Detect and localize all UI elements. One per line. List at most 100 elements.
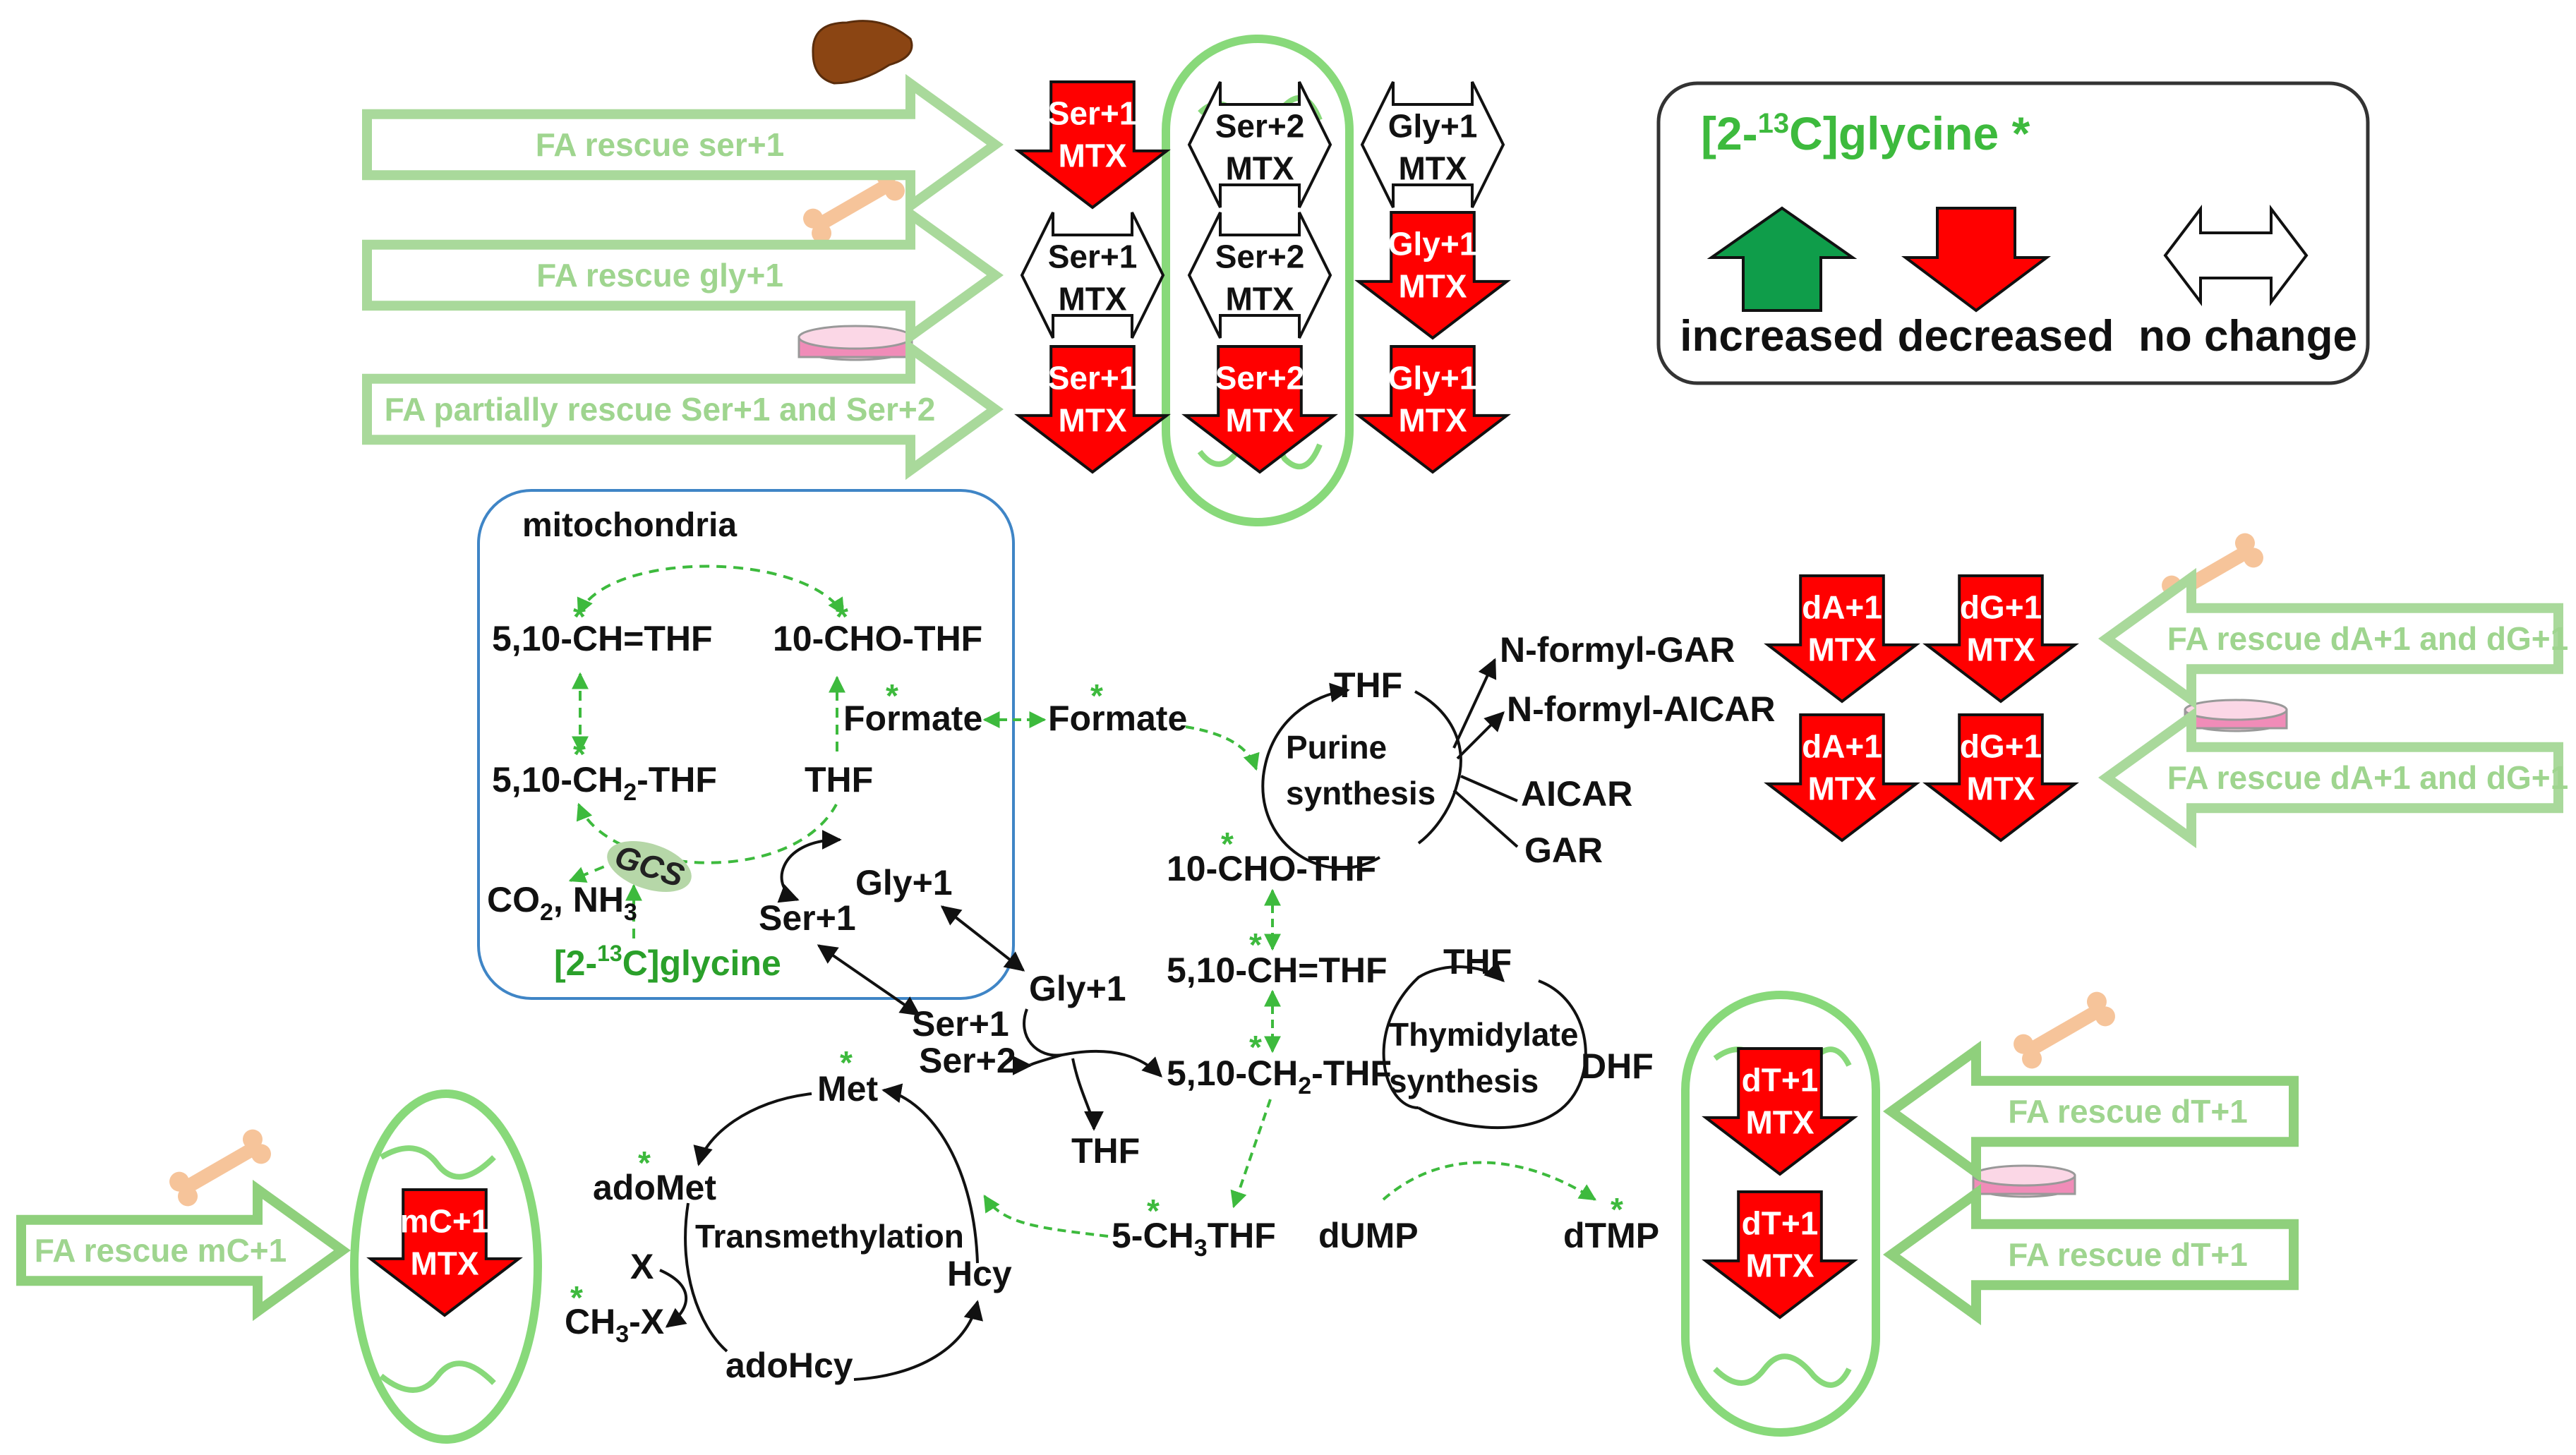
legend-title: [2-13C]glycine *	[1701, 107, 2030, 159]
tracer-star: *	[638, 1145, 651, 1181]
metabolite-label: dA+1	[1802, 589, 1882, 626]
treatment-label: MTX	[1058, 138, 1126, 174]
adohcy: adoHcy	[726, 1346, 853, 1385]
dump: dUMP	[1318, 1216, 1419, 1255]
increased-arrow-icon	[1707, 206, 1858, 312]
tracer-star: *	[836, 598, 848, 635]
ch3-x: CH3-X	[565, 1302, 664, 1348]
rescue-label: FA rescue dT+1	[2008, 1236, 2248, 1273]
metabolite-label: Ser+1	[1048, 360, 1138, 397]
n-formyl-gar: N-formyl-GAR	[1500, 630, 1735, 670]
mito-formate: Formate	[843, 699, 982, 738]
tracer-star: *	[1221, 826, 1234, 862]
decreased-arrow-icon	[1901, 207, 2051, 313]
metabolite-label: mC+1	[400, 1203, 490, 1240]
treatment-label: MTX	[1966, 771, 2035, 807]
petri-dish-icon	[798, 325, 913, 361]
status-arrow-shape	[1354, 211, 1511, 340]
treatment-label: MTX	[1966, 632, 2035, 668]
from-gar	[1452, 789, 1519, 848]
status-arrow-shape	[1181, 345, 1338, 474]
cyto-ch2-thf: 5,10-CH2-THF	[1167, 1053, 1392, 1099]
ch3-thf: 5-CH3THF	[1112, 1216, 1276, 1262]
status-arrow-shape	[1014, 345, 1171, 474]
to-n-formyl-aicar	[1456, 711, 1505, 760]
ch3thf-to-met	[983, 1194, 1109, 1238]
rescue-arrows: FA rescue ser+1FA rescue gly+1FA partial…	[16, 73, 2568, 1326]
rescue-label: FA partially rescue Ser+1 and Ser+2	[385, 391, 936, 428]
rescue-label: FA rescue dA+1 and dG+1	[2167, 759, 2568, 796]
bone-icon	[169, 1129, 271, 1207]
purine-thf: THF	[1334, 665, 1402, 705]
status-arrow-shape	[1922, 574, 2079, 704]
tracer-star: *	[1249, 926, 1262, 963]
rescue-arrow-shape	[16, 1179, 351, 1322]
tracer-star: *	[570, 1279, 583, 1316]
rescue-label: FA rescue gly+1	[536, 257, 783, 294]
rescue-arrow-shape	[2098, 706, 2563, 849]
tracer-star: *	[1611, 1191, 1623, 1228]
thym-cycle	[1382, 961, 1505, 1109]
adomet: adoMet	[593, 1168, 716, 1207]
shmt-cyto-back	[1012, 1053, 1063, 1075]
mito-cycle-top	[577, 565, 845, 616]
legend: [2-13C]glycine * increased decreased no …	[1656, 81, 2370, 385]
met: Met	[817, 1069, 878, 1109]
to-n-formyl-gar	[1452, 658, 1497, 749]
rescue-label: FA rescue dA+1 and dG+1	[2167, 620, 2568, 657]
rescue-arrow-shape	[1883, 1183, 2299, 1326]
formate-to-purine	[1185, 725, 1260, 771]
treatment-label: MTX	[1745, 1248, 1814, 1284]
rescue-label: FA rescue dT+1	[2008, 1093, 2248, 1130]
metabolite-label: Ser+2	[1215, 360, 1305, 397]
transmethylation-label: Transmethylation	[695, 1218, 964, 1255]
rescue-arrow-shape	[2098, 567, 2563, 710]
mitochondria-box	[477, 489, 1015, 1000]
petri-dish-icon	[2184, 699, 2288, 732]
status-arrow-shape	[1764, 574, 1920, 704]
legend-no-change-label: no change	[2138, 312, 2357, 361]
mito-ch2-thf: 5,10-CH2-THF	[492, 760, 717, 806]
treatment-label: MTX	[1745, 1104, 1814, 1141]
mito-ser1: Ser+1	[759, 898, 856, 938]
status-arrow-shape	[1354, 345, 1511, 474]
treatment-label: MTX	[1398, 402, 1467, 439]
shmt-thf	[1071, 1058, 1104, 1131]
purine-label-2: synthesis	[1286, 775, 1436, 811]
thym-label-2: synthesis	[1389, 1063, 1539, 1099]
rescue-arrow: FA rescue dT+1	[1883, 1183, 2299, 1326]
treatment-label: MTX	[410, 1245, 479, 1282]
mitochondria-label: mitochondria	[522, 507, 737, 544]
gly-transport	[940, 905, 1025, 972]
petri-dish-icon	[1972, 1164, 2076, 1198]
status-arrow-shape	[1187, 81, 1332, 208]
status-arrow-shape	[1187, 212, 1332, 339]
rescue-arrow-shape	[1883, 1040, 2299, 1183]
status-arrow-shape	[366, 1188, 523, 1317]
co2-nh3: CO2, NH3	[487, 880, 637, 926]
x-to-ch3x	[659, 1269, 687, 1328]
rescue-arrow-shape	[362, 73, 1004, 216]
metabolite-label: Ser+2	[1215, 107, 1305, 144]
thym-label-1: Thymidylate	[1389, 1016, 1578, 1053]
tracer-star: *	[573, 736, 586, 773]
status-arrow-shape	[1360, 81, 1505, 208]
treatment-label: MTX	[1398, 150, 1467, 186]
metabolite-label: Ser+2	[1215, 238, 1305, 274]
metabolite-label: Ser+1	[1048, 95, 1138, 132]
gar: GAR	[1524, 831, 1603, 870]
dtmp: dTMP	[1563, 1216, 1659, 1255]
status-arrow-shape	[1014, 80, 1171, 210]
metabolite-label: Gly+1	[1388, 360, 1478, 397]
treatment-label: MTX	[1225, 280, 1294, 317]
x-group: X	[630, 1247, 654, 1286]
